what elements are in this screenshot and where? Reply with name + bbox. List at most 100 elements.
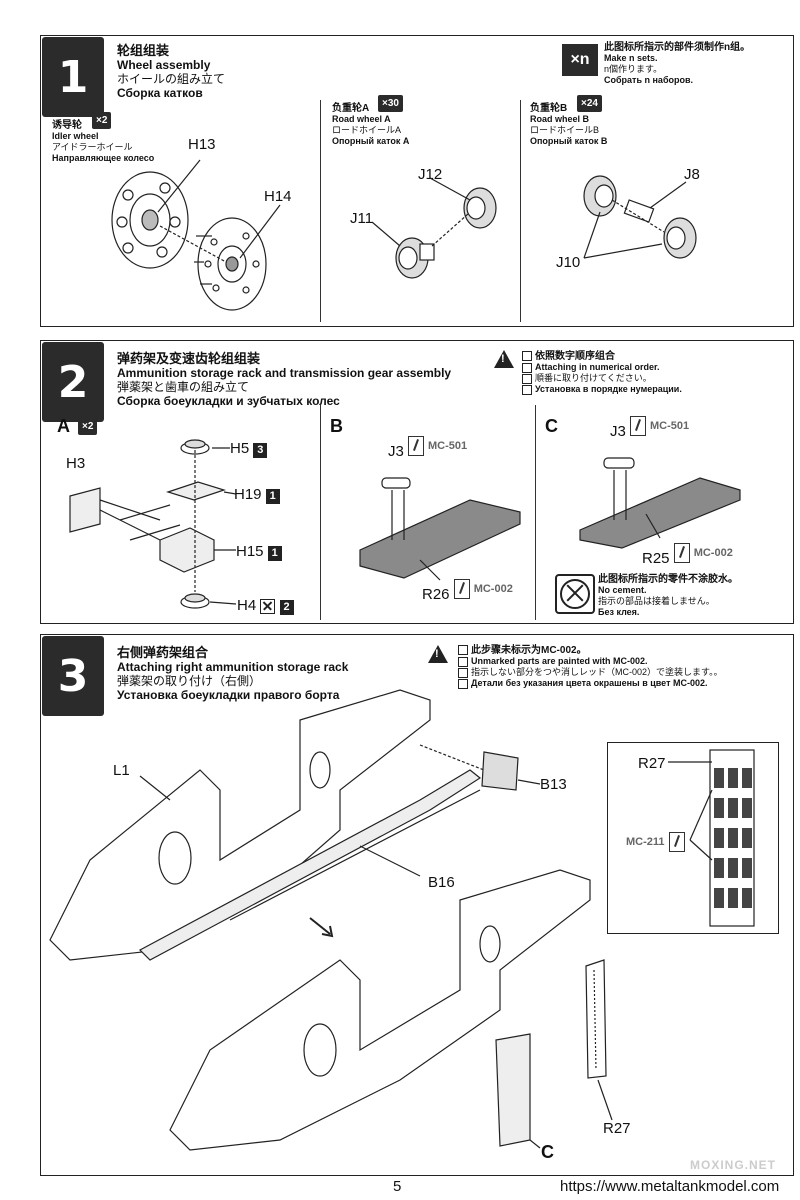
part-H5: H5 3 bbox=[230, 440, 268, 458]
part-H5-name: H5 bbox=[230, 440, 250, 457]
step3-note-jp: 指示しない部分をつや消しレッド（MC-002）で塗装します。。 bbox=[471, 667, 723, 677]
page-number: 5 bbox=[393, 1178, 402, 1195]
paint-code: MC-002 bbox=[693, 547, 733, 559]
lang-marker-icon bbox=[522, 362, 532, 373]
step1-divider-2 bbox=[520, 100, 521, 322]
subA-count-badge: ×2 bbox=[78, 418, 98, 435]
subassembly-B-label: B bbox=[330, 416, 343, 436]
note-en: Make n sets. bbox=[604, 53, 658, 63]
step2-divider-1 bbox=[320, 405, 321, 620]
lang-marker-icon bbox=[522, 384, 532, 395]
road-b-count-badge: ×24 bbox=[577, 95, 602, 112]
part-R26-name: R26 bbox=[422, 586, 450, 603]
make-n-sets-note: 此图标所指示的部件须制作n组。 Make n sets. n個作ります。 Соб… bbox=[604, 42, 794, 86]
part-L1: L1 bbox=[113, 762, 130, 779]
lang-marker-icon bbox=[458, 645, 468, 656]
part-R25: R25 MC-002 bbox=[642, 543, 733, 567]
step2-title-en: Ammunition storage rack and transmission… bbox=[117, 366, 452, 380]
part-H4-name: H4 bbox=[237, 597, 257, 614]
note-ru: Собрать n наборов. bbox=[604, 75, 694, 85]
part-J3-b: J3 MC-501 bbox=[388, 436, 467, 460]
part-J3-b-name: J3 bbox=[388, 443, 404, 460]
step2-note-zh: 依照数字顺序组合 bbox=[535, 351, 615, 362]
paint-MC-002-c: MC-002 bbox=[673, 543, 733, 563]
step1-title-ru: Сборка катков bbox=[117, 86, 203, 100]
part-H19: H19 1 bbox=[234, 486, 280, 504]
lang-marker-icon bbox=[458, 678, 468, 689]
order-3: 3 bbox=[253, 443, 268, 458]
paint-code: MC-002 bbox=[473, 583, 513, 595]
step2-note-en: Attaching in numerical order. bbox=[535, 362, 660, 372]
step3-note-zh: 此步骤未标示为MC-002。 bbox=[471, 645, 587, 656]
warning-icon bbox=[494, 350, 514, 368]
step2-note-ru: Установка в порядке нумерации. bbox=[535, 384, 682, 394]
paint-MC-002-b: MC-002 bbox=[453, 579, 513, 599]
roadb-en: Road wheel B bbox=[530, 114, 590, 124]
step2-title-ru: Сборка боеукладки и зубчатых колес bbox=[117, 394, 340, 408]
road-wheel-a-caption: 负重轮A Road wheel A ロードホイールA Опорный каток… bbox=[332, 103, 409, 147]
roada-jp: ロードホイールA bbox=[332, 125, 402, 135]
note-jp: n個作ります。 bbox=[604, 64, 663, 74]
step3-note-ru: Детали без указания цвета окрашены в цве… bbox=[471, 678, 708, 688]
step2-divider-2 bbox=[535, 405, 536, 620]
idler-jp: アイドラーホイール bbox=[52, 142, 133, 152]
lang-marker-icon bbox=[458, 667, 468, 678]
part-J3-c: J3 MC-501 bbox=[610, 416, 689, 440]
step2-title-jp: 弾薬架と歯車の組み立て bbox=[117, 380, 250, 394]
no-cement-legend: 此图标所指示的零件不涂胶水。 No cement. 指示の部品は接着しません。 … bbox=[598, 574, 738, 618]
paint-code: MC-501 bbox=[650, 420, 690, 432]
paint-code: MC-501 bbox=[428, 440, 468, 452]
step3-title-jp: 弾薬架の取り付け（右側） bbox=[117, 674, 262, 688]
part-J12: J12 bbox=[418, 166, 443, 183]
order-1: 1 bbox=[265, 489, 280, 504]
road-wheel-b-caption: 负重轮B Road wheel B ロードホイールB Опорный каток… bbox=[530, 103, 607, 147]
note-zh: 此图标所指示的部件须制作n组。 bbox=[604, 42, 751, 53]
step1-title-zh: 轮组组装 bbox=[117, 43, 170, 58]
nocement-ru: Без клея. bbox=[598, 607, 640, 617]
step2-title-zh: 弹药架及变速齿轮组组装 bbox=[117, 351, 261, 366]
part-H14: H14 bbox=[264, 188, 292, 205]
part-R27-lower: R27 bbox=[603, 1120, 631, 1137]
part-J10: J10 bbox=[556, 254, 581, 271]
part-R25-name: R25 bbox=[642, 550, 670, 567]
step3-title: 右侧弹药架组合 Attaching right ammunition stora… bbox=[117, 645, 349, 703]
order-1b: 1 bbox=[267, 546, 282, 561]
step3-title-zh: 右侧弹药架组合 bbox=[117, 645, 209, 660]
step3-paint-note: 此步骤未标示为MC-002。 Unmarked parts are painte… bbox=[458, 645, 723, 689]
roadb-jp: ロードホイールB bbox=[530, 125, 600, 135]
warning-icon-step3 bbox=[428, 645, 448, 663]
roadb-zh: 负重轮B bbox=[530, 103, 568, 114]
step1-title-jp: ホイールの組み立て bbox=[117, 72, 226, 86]
subassembly-C-label: C bbox=[545, 416, 558, 436]
part-R26: R26 MC-002 bbox=[422, 579, 513, 603]
road-a-count-badge: ×30 bbox=[378, 95, 403, 112]
nocement-en: No cement. bbox=[598, 585, 647, 595]
paint-MC-501-c: MC-501 bbox=[630, 416, 689, 436]
roada-ru: Опорный каток A bbox=[332, 136, 410, 146]
roada-en: Road wheel A bbox=[332, 114, 391, 124]
part-H4: H4 2 bbox=[237, 597, 294, 615]
part-B16: B16 bbox=[428, 874, 455, 891]
subassembly-A-label: A bbox=[57, 416, 70, 436]
subassembly-C-ref: C bbox=[541, 1142, 554, 1162]
part-J3-c-name: J3 bbox=[610, 423, 626, 440]
nocement-zh: 此图标所指示的零件不涂胶水。 bbox=[598, 574, 738, 585]
order-2: 2 bbox=[279, 600, 294, 615]
step1-title-en: Wheel assembly bbox=[117, 58, 211, 72]
lang-marker-icon bbox=[458, 656, 468, 667]
no-cement-legend-icon bbox=[555, 574, 595, 614]
step3-note-en: Unmarked parts are painted with MC-002. bbox=[471, 656, 648, 666]
step3-title-en: Attaching right ammunition storage rack bbox=[117, 660, 349, 674]
idler-count-badge: ×2 bbox=[92, 112, 112, 129]
watermark: MOXING.NET bbox=[690, 1158, 777, 1172]
idler-zh: 诱导轮 bbox=[52, 120, 82, 131]
step2-note-jp: 順番に取り付けてください。 bbox=[535, 373, 652, 383]
paint-MC-501-b: MC-501 bbox=[408, 436, 467, 456]
part-R27-inset: R27 bbox=[638, 755, 666, 772]
brush-icon bbox=[630, 416, 647, 436]
idler-en: Idler wheel bbox=[52, 131, 99, 141]
lang-marker-icon bbox=[522, 351, 532, 362]
nocement-jp: 指示の部品は接着しません。 bbox=[598, 596, 715, 606]
brush-icon bbox=[673, 543, 690, 563]
part-J8: J8 bbox=[684, 166, 700, 183]
